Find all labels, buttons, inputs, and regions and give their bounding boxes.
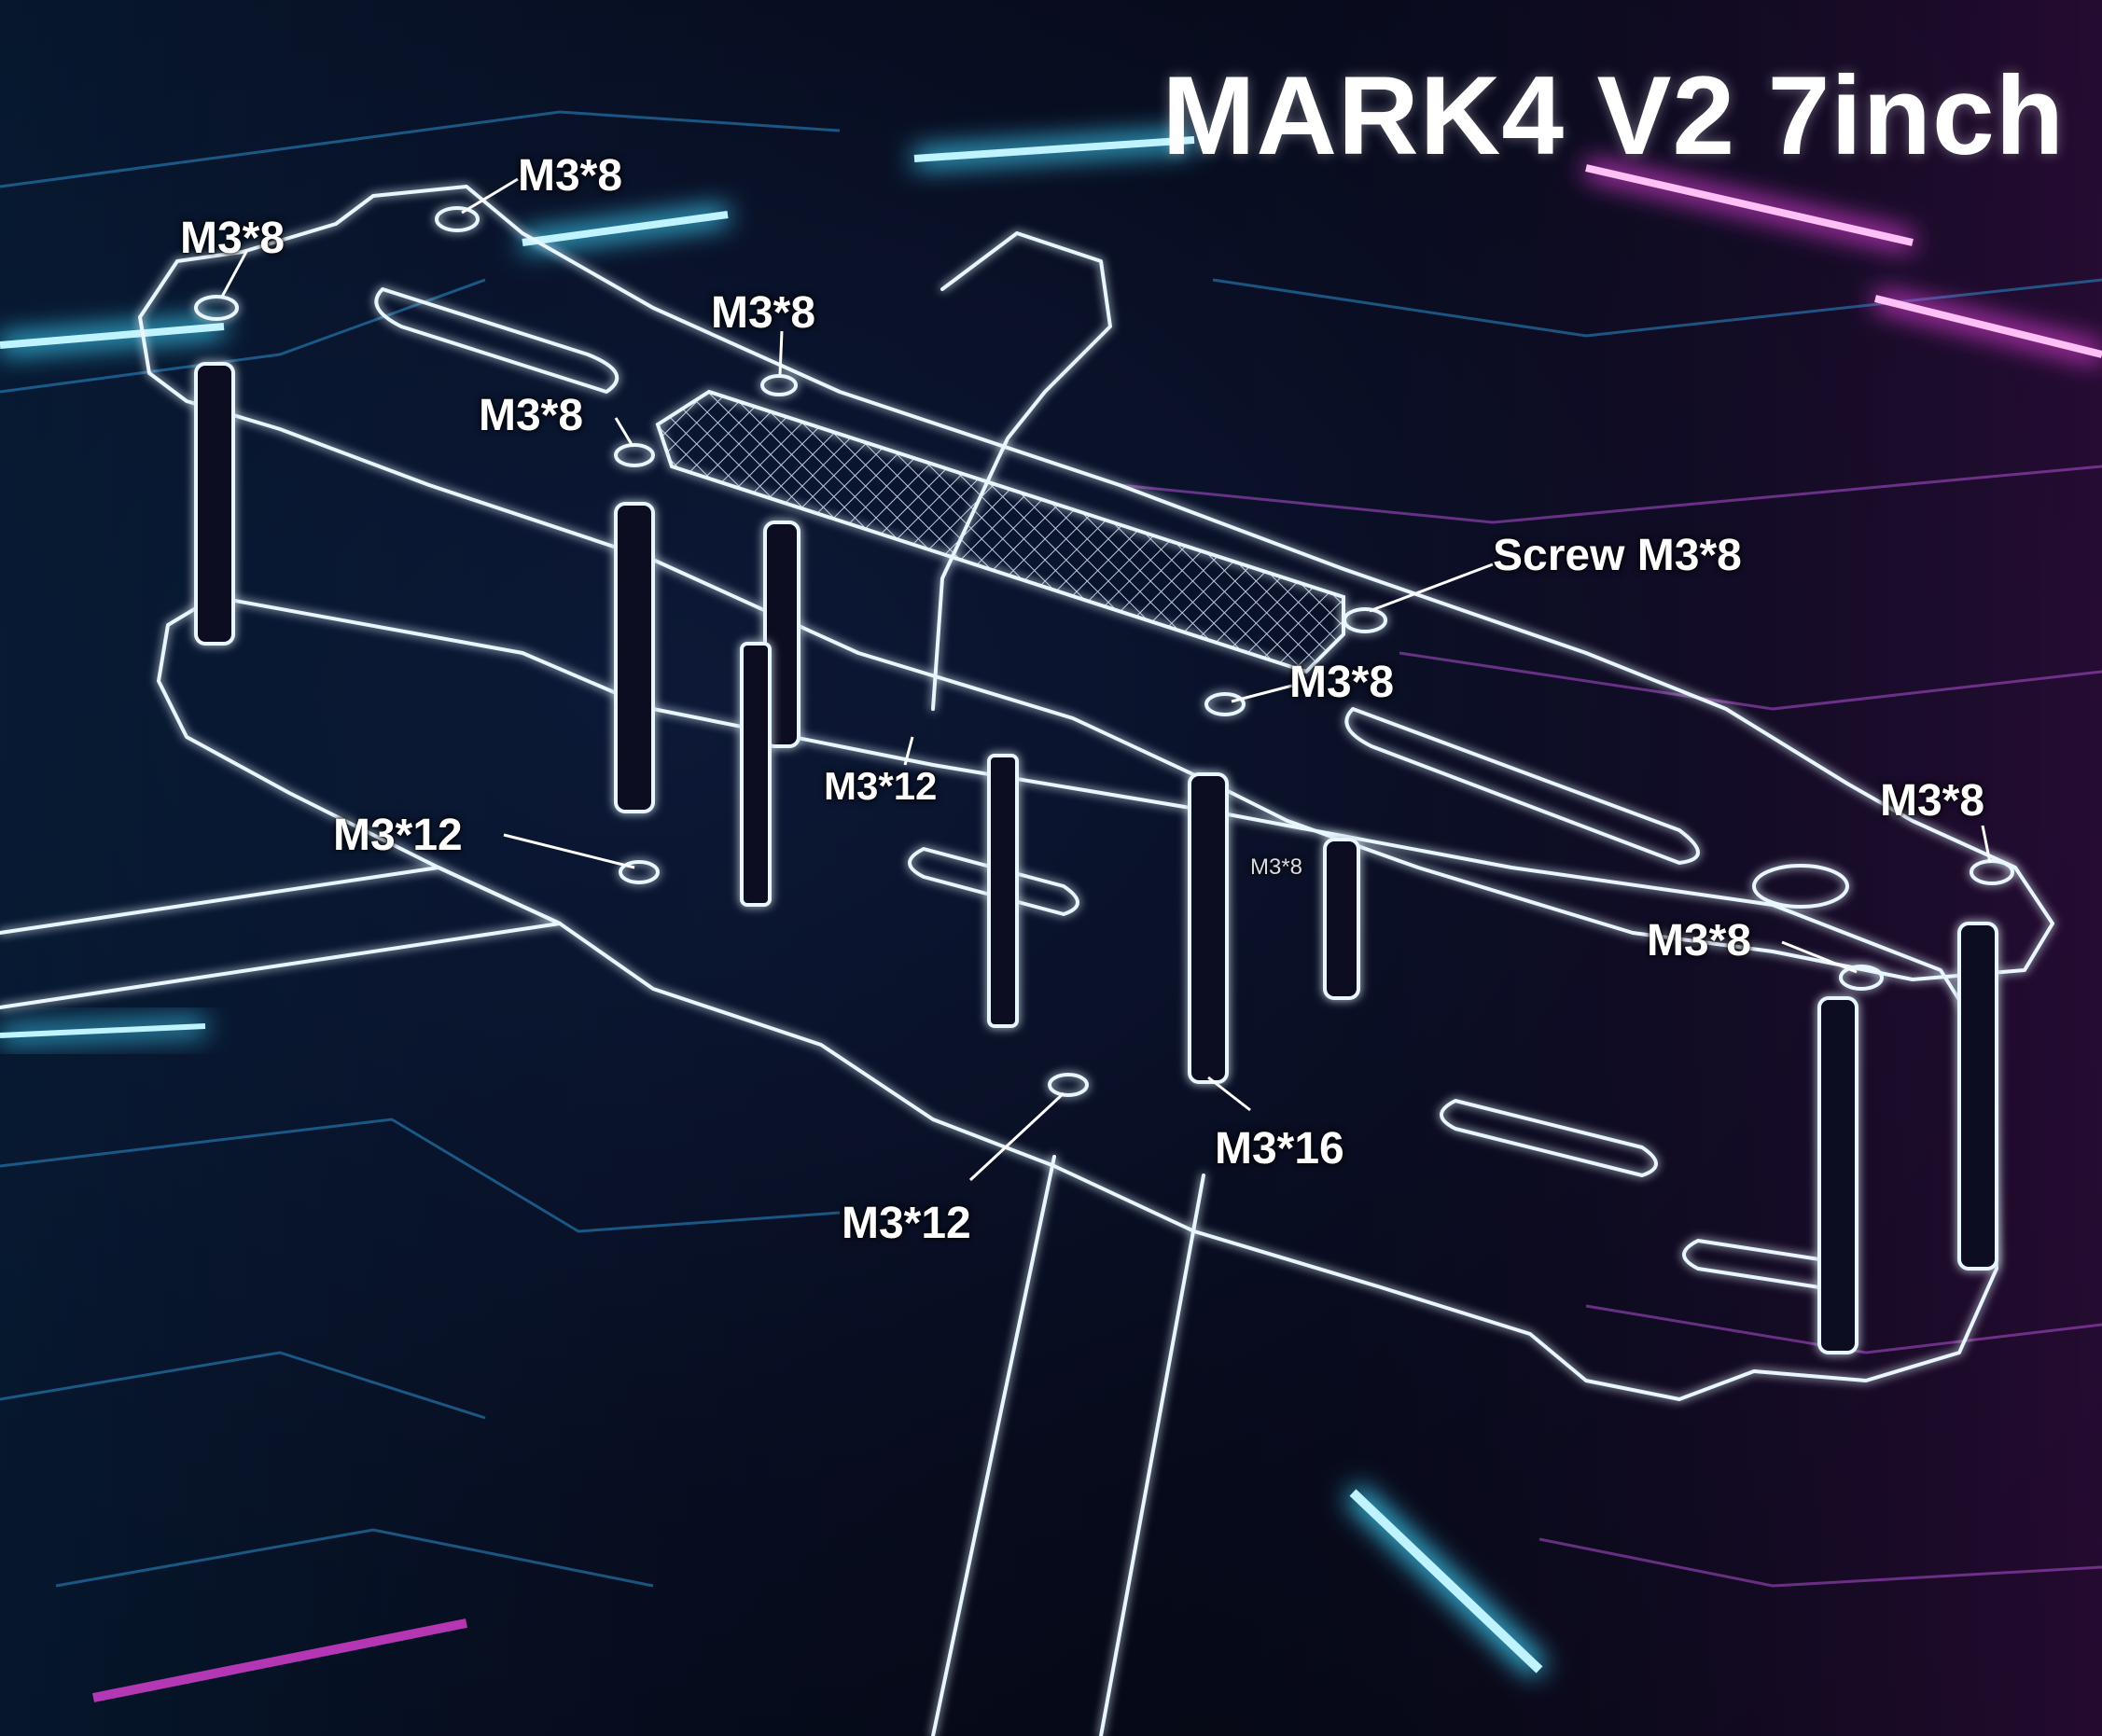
standoff-6 [1817,996,1858,1354]
label-bottom-m3x12: M3*12 [842,1199,971,1248]
label-top-left: M3*8 [180,214,285,263]
screw-holes [194,206,2014,1097]
hole-right-lower [1839,965,1884,991]
top-plate [138,185,2054,981]
hole-right-upper [1970,859,2014,885]
hole-center-right [1204,692,1246,716]
hole-screw [1343,607,1387,633]
label-top-center: M3*8 [518,151,623,201]
label-center-right: M3*8 [1289,658,1395,707]
hole-bottom [1048,1073,1089,1097]
label-left-m3x12: M3*12 [333,811,463,860]
label-left-mid: M3*8 [479,391,584,440]
bottom-slot-1 [908,847,1079,916]
leader-lines [220,177,1992,1182]
standoff-7 [1957,922,1998,1271]
standoff-4 [1188,772,1229,1084]
hole-large-right [1752,864,1849,909]
hole-left-bottom [619,860,660,884]
bottom-plate [157,595,1998,1401]
standoffs [194,362,1998,1354]
hole-upper-mid [760,374,798,396]
standoff-1 [194,362,235,646]
label-screw: Screw M3*8 [1493,531,1742,580]
label-center-m3x12: M3*12 [824,764,938,808]
hole-top-center [435,206,480,232]
label-right-upper: M3*8 [1880,776,1985,826]
standoff-3 [763,521,800,748]
label-small-faded: M3*8 [1250,854,1303,880]
standoff-2 [614,502,655,813]
label-upper-mid: M3*8 [711,288,816,338]
background-circuit-lines [0,110,2102,1588]
product-title: MARK4 V2 7inch [1162,53,2065,178]
frame-lineart [0,185,2054,1736]
arm-bottom [931,1155,1205,1736]
top-slot-left [374,287,619,394]
hole-top-left [194,295,239,321]
screw-long-1 [740,642,772,907]
screw-long-2 [987,754,1019,1028]
label-right-lower: M3*8 [1647,916,1752,965]
threaded-screws [740,642,1019,1028]
hole-left-mid [614,443,655,467]
neon-bars [0,132,2102,1702]
label-standoff-m3x16: M3*16 [1215,1124,1344,1174]
battery-pad [655,389,1345,674]
top-slot-right [1344,707,1700,865]
bottom-slot-2 [1440,1099,1658,1177]
standoff-5 [1323,838,1360,1000]
